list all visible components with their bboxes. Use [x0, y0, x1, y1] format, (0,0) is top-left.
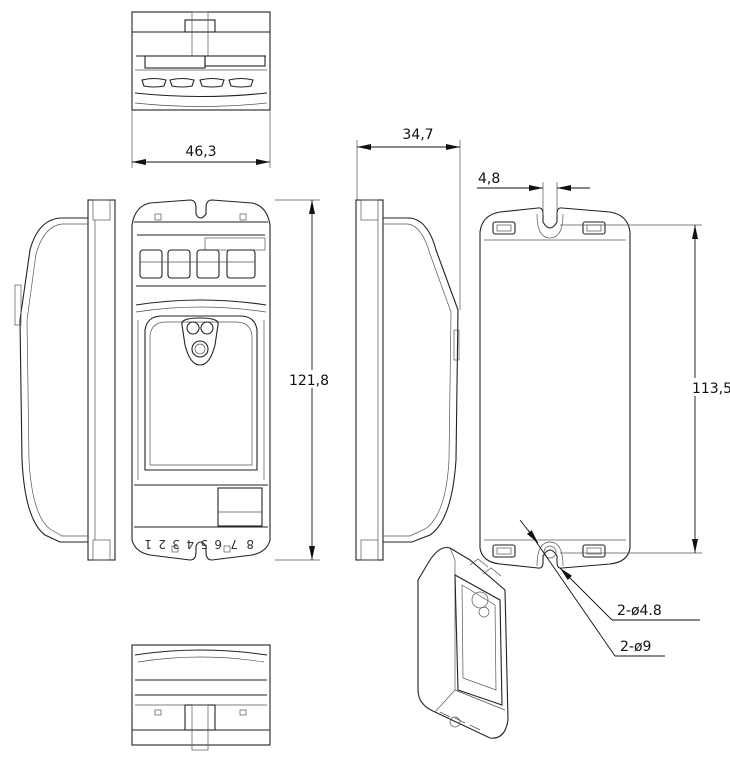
svg-text:4: 4: [186, 537, 194, 551]
right-side-view: [355, 199, 460, 561]
dimension-label-depth: 34,7: [402, 127, 433, 143]
hole-label-large: 2-ø9: [620, 639, 651, 655]
terminal-numbers: 1 2 3 4 5 6 7 8: [144, 537, 254, 551]
svg-text:6: 6: [214, 537, 222, 551]
svg-text:5: 5: [200, 537, 208, 551]
dimension-slot-width: 4,8: [477, 171, 590, 215]
terminal-slots: [141, 77, 254, 88]
back-view: [479, 207, 631, 569]
dimension-label-width: 46,3: [185, 144, 216, 160]
svg-text:1: 1: [144, 537, 152, 551]
dimension-width: 46,3: [131, 110, 271, 168]
left-side-view: [14, 199, 116, 561]
svg-text:7: 7: [230, 537, 238, 551]
isometric-view: [417, 546, 509, 739]
top-view: [131, 11, 271, 111]
dimension-label-height: 121,8: [289, 373, 329, 389]
dimension-height: 121,8: [275, 199, 332, 561]
dimension-label-spacing: 113,5: [692, 381, 730, 397]
dimension-hole-spacing: 113,5: [560, 224, 730, 554]
dimension-label-slot: 4,8: [478, 171, 500, 187]
svg-text:8: 8: [246, 537, 254, 551]
svg-text:3: 3: [172, 537, 180, 551]
hole-label-small: 2-ø4.8: [617, 603, 662, 619]
svg-text:2: 2: [158, 537, 166, 551]
hole-leaders: 2-ø4.8 2-ø9: [519, 519, 700, 657]
front-view: 1 2 3 4 5 6 7 8: [131, 199, 271, 561]
dimension-depth: 34,7: [356, 127, 461, 310]
bottom-view: [131, 644, 271, 751]
terminal-clamps: [139, 249, 256, 279]
